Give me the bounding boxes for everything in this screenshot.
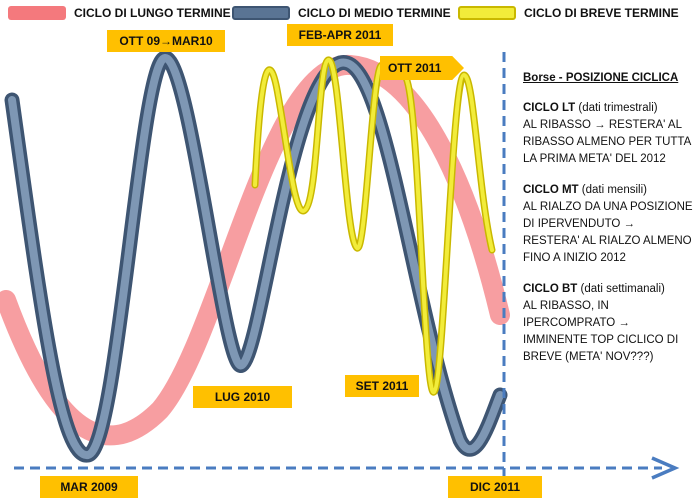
mt-cycle-text: AL RIALZO DA UNA POSIZIONE DI IPERVENDUT…	[523, 201, 693, 264]
bt-cycle-text: AL RIBASSO, IN IPERCOMPRATO → IMMINENTE …	[523, 300, 679, 363]
legend-long-term: CICLO DI LUNGO TERMINE	[8, 4, 231, 22]
legend-medium-term-swatch	[232, 6, 290, 20]
panel-title: Borse - POSIZIONE CICLICA	[523, 72, 679, 84]
lt-cycle-text: AL RIBASSO → RESTERA' AL RIBASSO ALMENO …	[523, 119, 691, 165]
long-term-cycle-curve	[0, 55, 510, 446]
legend-short-term: CICLO DI BREVE TERMINE	[458, 4, 679, 22]
lt-cycle-name: CICLO LT	[523, 102, 576, 114]
short-term-cycle-curve	[253, 57, 494, 395]
mt-cycle-detail: (dati mensili)	[578, 184, 647, 196]
mt-cycle-name: CICLO MT	[523, 184, 579, 196]
panel-block-long-term: CICLO LT (dati trimestrali) AL RIBASSO →…	[523, 100, 693, 168]
time-axis-arrowhead	[651, 456, 680, 480]
legend-medium-term: CICLO DI MEDIO TERMINE	[232, 4, 451, 22]
tag-set-2011: SET 2011	[345, 375, 419, 397]
panel-block-short-term: CICLO BT (dati settimanali) AL RIBASSO, …	[523, 281, 693, 366]
tag-mar-2009: MAR 2009	[40, 476, 138, 498]
tag-lug-2010: LUG 2010	[193, 386, 292, 408]
bt-cycle-name: CICLO BT	[523, 283, 578, 295]
tag-dic-2011: DIC 2011	[448, 476, 542, 498]
legend-short-term-label: CICLO DI BREVE TERMINE	[524, 6, 679, 20]
panel-block-medium-term: CICLO MT (dati mensili) AL RIALZO DA UNA…	[523, 182, 693, 267]
cycle-position-panel: Borse - POSIZIONE CICLICA CICLO LT (dati…	[523, 70, 693, 380]
legend-medium-term-label: CICLO DI MEDIO TERMINE	[298, 6, 451, 20]
medium-term-cycle-curve	[8, 54, 504, 459]
legend-short-term-swatch	[458, 6, 516, 20]
bt-cycle-detail: (dati settimanali)	[577, 283, 665, 295]
tag-ott09-mar10: OTT 09→MAR10	[107, 30, 225, 52]
tag-ott-2011: OTT 2011	[380, 56, 464, 80]
lt-cycle-detail: (dati trimestrali)	[575, 102, 658, 114]
tag-feb-apr-2011: FEB-APR 2011	[287, 24, 393, 46]
legend-long-term-swatch	[8, 6, 66, 20]
legend-long-term-label: CICLO DI LUNGO TERMINE	[74, 6, 231, 20]
